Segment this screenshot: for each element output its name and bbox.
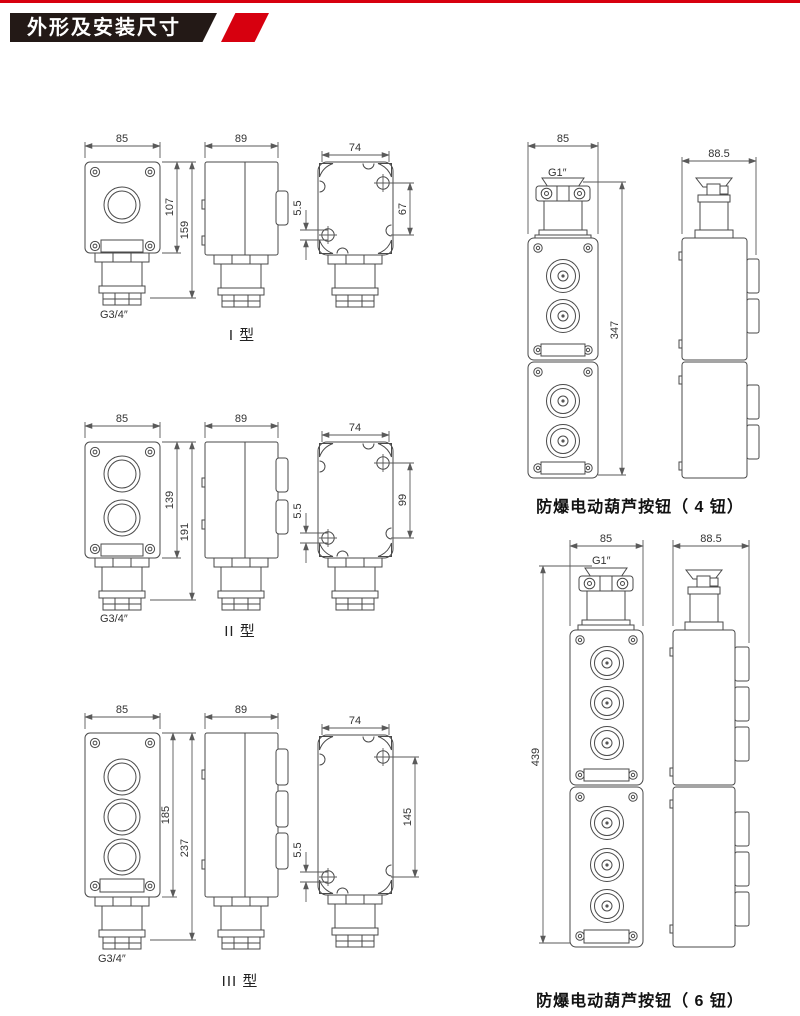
type3-side-view: 89 <box>201 704 289 950</box>
section-header-banner: 外形及安装尺寸 <box>10 13 217 42</box>
dim-hole-pitch: 99 <box>397 494 409 506</box>
dim-mount-width: 74 <box>349 142 361 154</box>
nameplate <box>583 929 630 944</box>
cable-gland <box>327 557 383 611</box>
button-housing-side <box>734 811 750 847</box>
type2-label: II 型 <box>224 623 256 640</box>
button-housing-side <box>746 298 760 334</box>
cable-gland <box>94 252 150 306</box>
dim-total-height: 159 <box>179 221 191 239</box>
type1-side-view: 89 <box>201 133 289 308</box>
type1-rear-view: 74 67 5.5 <box>292 142 414 308</box>
suspension-fitting <box>534 177 592 241</box>
nameplate <box>583 768 630 782</box>
button-housing-side <box>275 457 289 493</box>
thread-label: G3/4″ <box>100 309 128 321</box>
dim-body-height: 107 <box>164 198 176 216</box>
type3-label: III 型 <box>222 973 259 990</box>
dim-front-width: 85 <box>116 413 128 425</box>
dim-mount-width: 74 <box>349 422 361 434</box>
pendant6-front-view: 85 G1″ 439 <box>530 533 644 948</box>
type2-drawing: 85 G3/4″ 139 191 89 <box>84 413 414 640</box>
dim-side-width: 88.5 <box>708 148 729 160</box>
dim-side-width: 89 <box>235 133 247 145</box>
dim-body-height: 139 <box>164 491 176 509</box>
top-accent-bar <box>0 0 800 3</box>
button-housing-side <box>746 384 760 420</box>
cable-gland <box>213 254 269 308</box>
button-housing-side <box>746 424 760 460</box>
dim-front-width: 85 <box>116 704 128 716</box>
type1-front-view: 85 G3/4″ 107 159 <box>84 133 196 321</box>
cable-gland <box>213 557 269 611</box>
button-housing-side <box>275 190 289 226</box>
button-housing-side <box>275 499 289 535</box>
type3-rear-view: 74 145 5.5 <box>292 715 419 948</box>
cable-gland <box>213 896 269 950</box>
pendant4-caption: 防爆电动葫芦按钮（ 4 钮） <box>536 497 744 516</box>
pendant4-side-view: 88.5 <box>678 148 760 479</box>
button-housing-side <box>275 748 289 786</box>
dim-total-height: 191 <box>179 523 191 541</box>
nameplate <box>540 343 586 357</box>
thread-label: G3/4″ <box>98 953 126 965</box>
pendant6-drawing: 85 G1″ 439 88.5 <box>530 533 750 1010</box>
type3-front-view: 85 G3/4″ 185 237 <box>84 704 196 965</box>
thread-label: G1″ <box>592 555 611 567</box>
type3-drawing: 85 G3/4″ 185 237 89 <box>84 704 419 990</box>
pendant6-caption: 防爆电动葫芦按钮（ 6 钮） <box>536 991 744 1010</box>
dim-front-width: 85 <box>600 533 612 545</box>
type1-drawing: 85 G3/4″ 107 159 89 <box>84 133 414 344</box>
cable-gland <box>327 254 383 308</box>
dim-hole-dia: 5.5 <box>292 503 304 518</box>
pendant6-side-view: 88.5 <box>669 533 750 948</box>
dim-hole-dia: 5.5 <box>292 842 304 857</box>
emergency-stop-side <box>694 177 734 239</box>
button-housing-side <box>746 258 760 294</box>
dim-side-width: 89 <box>235 413 247 425</box>
dim-hole-pitch: 67 <box>397 203 409 215</box>
type2-front-view: 85 G3/4″ 139 191 <box>84 413 196 625</box>
nameplate <box>540 461 586 475</box>
cable-gland <box>327 894 383 948</box>
button-housing-side <box>275 832 289 870</box>
type2-rear-view: 74 99 5.5 <box>292 422 414 611</box>
type1-label: I 型 <box>229 327 255 344</box>
button-housing-side <box>734 726 750 762</box>
dim-mount-width: 74 <box>349 715 361 727</box>
dim-front-width: 85 <box>557 133 569 145</box>
button-housing-side <box>275 790 289 828</box>
cable-gland <box>94 557 150 611</box>
nameplate <box>99 878 145 893</box>
dim-hole-pitch: 145 <box>402 808 414 826</box>
button-housing-side <box>734 851 750 887</box>
pendant4-drawing: 85 G1″ 347 88.5 <box>527 133 760 516</box>
button-housing-side <box>734 646 750 682</box>
section-title: 外形及安装尺寸 <box>27 16 181 39</box>
nameplate <box>100 239 144 253</box>
thread-label: G1″ <box>548 167 567 179</box>
thread-label: G3/4″ <box>100 613 128 625</box>
cable-gland <box>94 896 150 950</box>
nameplate <box>100 543 144 557</box>
dim-side-width: 89 <box>235 704 247 716</box>
button-housing-side <box>734 891 750 927</box>
dim-body-height: 185 <box>160 806 172 824</box>
pendant4-front-view: 85 G1″ 347 <box>527 133 626 479</box>
dim-total-height: 439 <box>530 748 542 766</box>
dim-front-width: 85 <box>116 133 128 145</box>
dim-side-width: 88.5 <box>700 533 721 545</box>
suspension-fitting <box>577 567 635 631</box>
emergency-stop-side <box>684 569 724 631</box>
dim-hole-dia: 5.5 <box>292 200 304 215</box>
button-housing-side <box>734 686 750 722</box>
dim-total-height: 237 <box>179 839 191 857</box>
dim-total-height: 347 <box>609 321 621 339</box>
type2-side-view: 89 <box>201 413 289 611</box>
